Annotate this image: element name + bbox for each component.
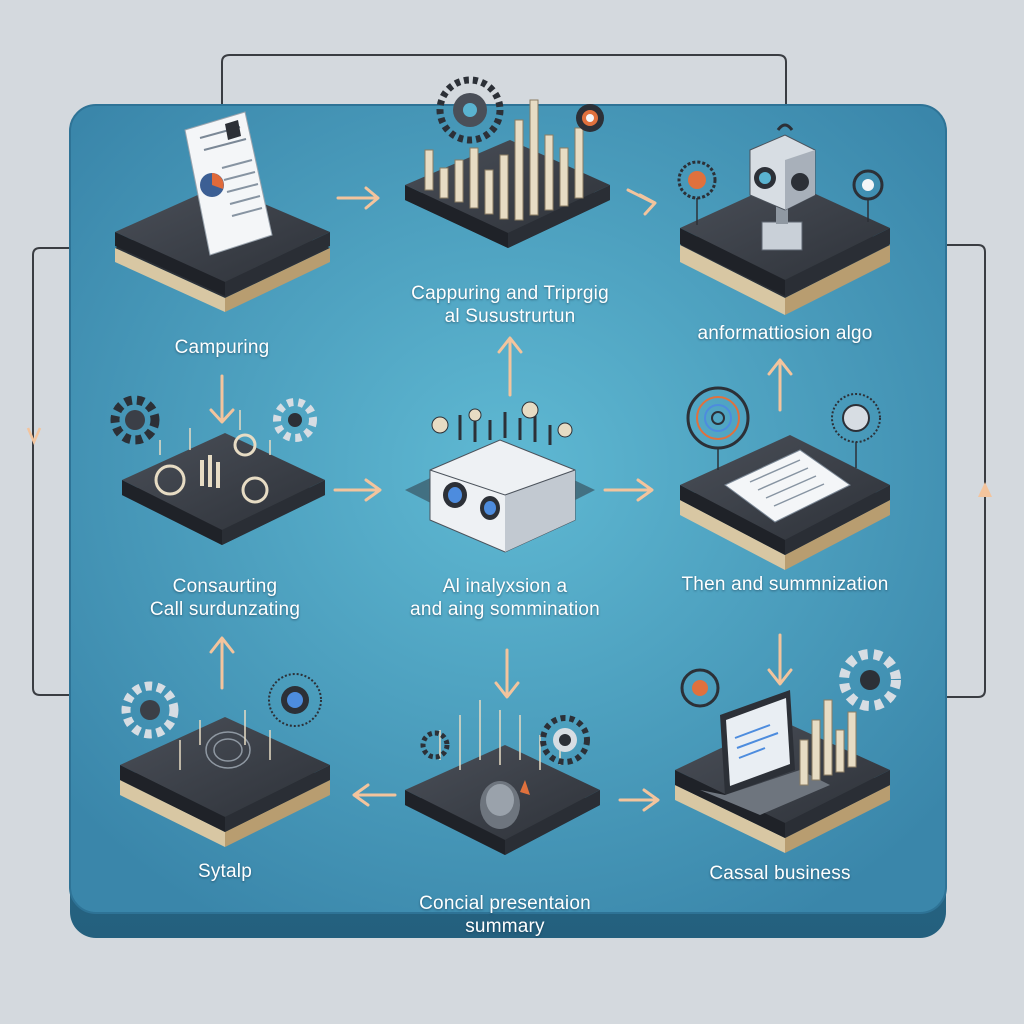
target-icon — [576, 104, 604, 132]
step-7-label: Sytalp — [170, 860, 280, 883]
arrow-4-to-5 — [333, 478, 382, 502]
step-9-illustration — [675, 649, 901, 853]
step-2-line-1: Cappuring and Triprgig — [411, 283, 609, 304]
lens-icon — [831, 393, 881, 468]
flow-arrows — [209, 186, 793, 812]
loop-arrow-left — [26, 427, 42, 446]
step-3-line-1: anformattiosion algo — [697, 323, 873, 344]
arrow-1-to-2 — [336, 186, 380, 210]
summary-document-icon — [724, 449, 851, 523]
step-8-label: Concial presentaion summary — [380, 892, 630, 938]
step-5-illustration — [405, 401, 595, 553]
step-5-line-2: and aing sommination — [410, 599, 600, 620]
step-3-illustration — [677, 123, 890, 315]
step-4-illustration — [110, 395, 325, 545]
step-3-label: anformattiosion algo — [660, 322, 910, 345]
document-icon — [184, 111, 273, 256]
laptop-chart-icon — [680, 649, 901, 815]
arrow-5-to-8 — [494, 648, 520, 699]
arrow-6-to-3 — [767, 358, 793, 412]
step-6-illustration — [680, 386, 890, 570]
step-4-line-2: Call surdunzating — [149, 599, 301, 620]
loop-line-right — [942, 244, 986, 698]
gear-icon — [436, 76, 504, 144]
step-2-illustration — [405, 76, 610, 248]
loop-line-left — [32, 247, 78, 696]
fingerprint-spiral-icon — [686, 386, 750, 470]
target-icon-right — [852, 169, 884, 222]
arrow-7-to-4 — [209, 636, 235, 690]
step-5-line-1: Al inalyxsion a — [442, 576, 568, 597]
step-4-label: Consaurting Call surdunzating — [110, 575, 340, 621]
step-8-line-1: Concial presentaion — [419, 893, 591, 914]
step-9-label: Cassal business — [690, 862, 870, 885]
step-7-illustration — [120, 673, 330, 847]
step-1-line-1: Campuring — [174, 337, 270, 358]
arrow-6-to-9 — [767, 633, 793, 686]
step-4-line-1: Consaurting — [172, 576, 278, 597]
step-1-label: Campuring — [122, 336, 322, 359]
gear-cluster-icon — [110, 395, 317, 504]
step-2-label: Cappuring and Triprgig al Susustrurtun — [360, 282, 660, 328]
arrow-1-to-4 — [209, 374, 235, 424]
step-5-label: Al inalyxsion a and aing sommination — [380, 575, 630, 621]
arrow-8-to-9 — [618, 788, 660, 812]
step-8-line-2: summary — [465, 916, 545, 937]
microphone-icon — [420, 700, 590, 829]
fingerprint-icon — [121, 673, 322, 770]
step-9-line-1: Cassal business — [709, 863, 851, 884]
loop-line-top — [221, 54, 787, 110]
robot-camera-icon — [749, 123, 816, 251]
bar-chart-icon — [424, 99, 584, 221]
loop-arrow-right — [978, 482, 992, 497]
feedback-loop — [26, 54, 992, 698]
step-6-label: Then and summnization — [655, 573, 915, 596]
step-2-line-2: al Susustrurtun — [444, 306, 576, 327]
arrow-2-to-3 — [626, 188, 657, 216]
arrow-5-to-6 — [603, 478, 654, 502]
step-1-illustration — [115, 111, 330, 312]
arrow-8-to-7 — [352, 783, 397, 807]
target-icon-left — [677, 160, 717, 225]
ai-robot-icon — [429, 401, 576, 553]
step-7-line-1: Sytalp — [197, 861, 252, 882]
step-6-line-1: Then and summnization — [681, 574, 889, 595]
step-8-illustration — [405, 700, 600, 855]
arrow-5-to-2 — [497, 336, 523, 397]
